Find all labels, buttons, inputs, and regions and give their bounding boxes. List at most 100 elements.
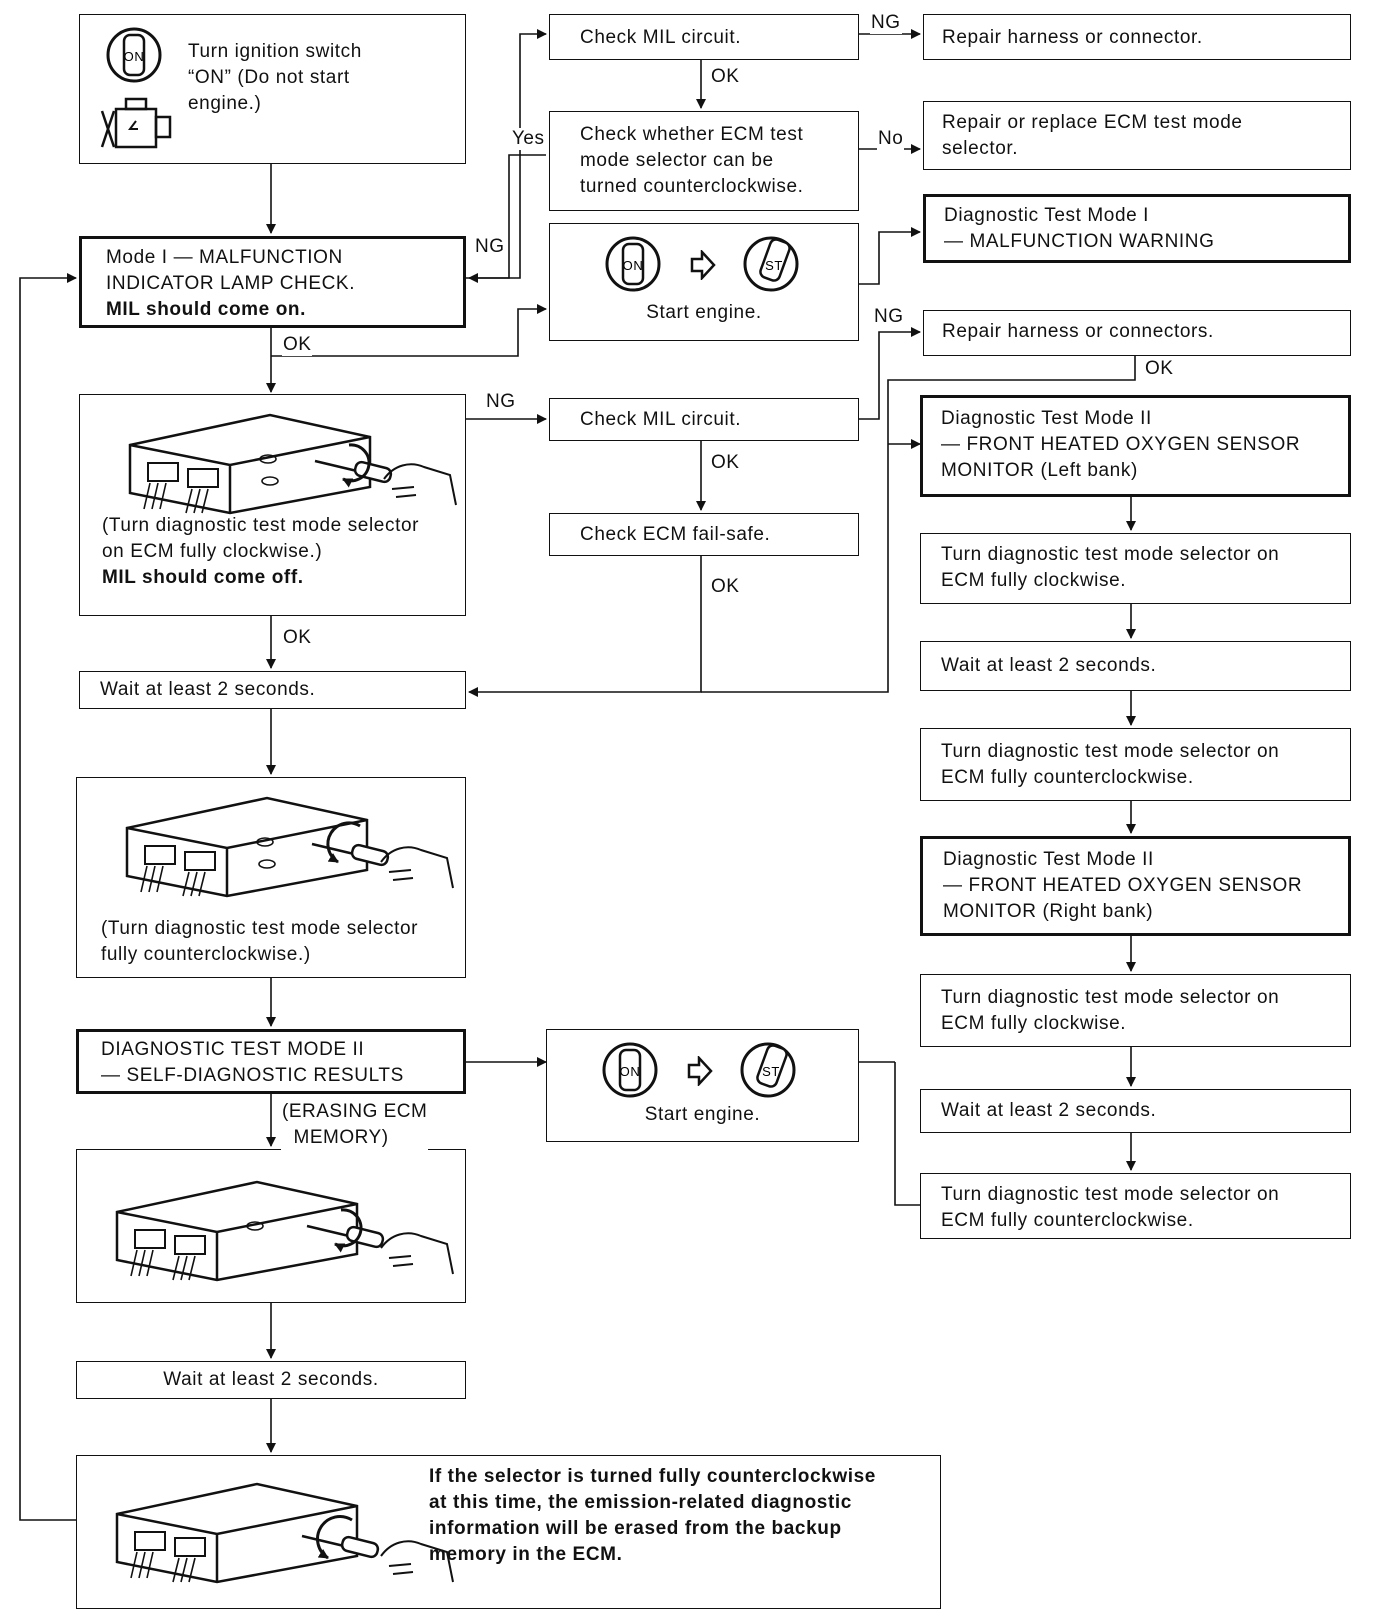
arrow-right-icon — [687, 1056, 713, 1086]
turn-cw-instruction: (Turn diagnostic test mode selector on E… — [102, 515, 420, 562]
connector — [701, 356, 1136, 693]
svg-text:ON: ON — [124, 49, 145, 64]
right-turn-cw-2-text: Turn diagnostic test mode selector on EC… — [941, 987, 1280, 1034]
label-ng: NG — [474, 236, 506, 258]
check-mil-circuit-1: Check MIL circuit. — [549, 14, 859, 60]
screwdriver-icon — [301, 1515, 380, 1560]
right-turn-cw-2: Turn diagnostic test mode selector on EC… — [920, 974, 1351, 1047]
mode1-mil-check: Mode I — MALFUNCTION INDICATOR LAMP CHEC… — [79, 236, 466, 328]
ignition-key-icon: ON — [106, 27, 162, 83]
hand-icon — [380, 846, 454, 889]
connector — [19, 273, 77, 1521]
ecm-selector-clockwise-step: (Turn diagnostic test mode selector on E… — [79, 394, 466, 616]
start-engine-1-text: Start engine. — [646, 302, 762, 323]
o2-sensor-left-bank: Diagnostic Test Mode II — FRONT HEATED O… — [920, 395, 1351, 497]
right-turn-cw-1-text: Turn diagnostic test mode selector on EC… — [941, 544, 1280, 591]
screwdriver-icon — [314, 443, 393, 488]
label-yes: Yes — [511, 128, 546, 150]
ecm-unit-icon — [128, 413, 372, 515]
wait-step-2: Wait at least 2 seconds. — [76, 1361, 466, 1399]
ecm-selector-check-text: Check whether ECM test mode selector can… — [580, 124, 804, 197]
label-ok: OK — [710, 452, 741, 474]
erase-warning-text: If the selector is turned fully counterc… — [429, 1466, 876, 1565]
label-ng: NG — [873, 306, 905, 328]
ecm-unit-icon — [125, 796, 369, 898]
hand-icon — [383, 463, 457, 506]
o2-sensor-right-bank-text: Diagnostic Test Mode II — FRONT HEATED O… — [943, 849, 1303, 922]
right-turn-ccw-1-text: Turn diagnostic test mode selector on EC… — [941, 741, 1280, 788]
ignition-key-icon: ST — [743, 236, 799, 292]
check-mil-circuit-2-text: Check MIL circuit. — [580, 409, 742, 430]
label-no: No — [877, 128, 905, 150]
connector — [468, 555, 702, 697]
mode2-self-diagnostic-text: DIAGNOSTIC TEST MODE II — SELF-DIAGNOSTI… — [101, 1039, 404, 1086]
arrow-right-icon — [690, 250, 716, 280]
wait-step-1: Wait at least 2 seconds. — [79, 671, 466, 709]
repair-harness-2-text: Repair harness or connectors. — [942, 321, 1214, 342]
engine-icon — [100, 97, 172, 149]
erase-warning-step: If the selector is turned fully counterc… — [76, 1455, 941, 1609]
svg-text:ON: ON — [623, 258, 644, 273]
label-ok: OK — [710, 66, 741, 88]
connector — [858, 227, 921, 285]
start-engine-1: ON ST Start engine. — [549, 223, 859, 341]
right-turn-ccw-2: Turn diagnostic test mode selector on EC… — [920, 1173, 1351, 1239]
hand-icon — [380, 1232, 454, 1275]
turn-ccw-instruction: (Turn diagnostic test mode selector full… — [101, 918, 419, 965]
ignition-on-text: Turn ignition switch “ON” (Do not start … — [188, 41, 362, 114]
right-wait-2: Wait at least 2 seconds. — [920, 1089, 1351, 1133]
check-mil-circuit-2: Check MIL circuit. — [549, 398, 859, 441]
connector — [271, 304, 547, 357]
diag-mode1-warning-text: Diagnostic Test Mode I — MALFUNCTION WAR… — [944, 205, 1215, 252]
o2-sensor-right-bank: Diagnostic Test Mode II — FRONT HEATED O… — [920, 836, 1351, 936]
mil-come-off-text: MIL should come off. — [102, 567, 304, 588]
wait-step-1-text: Wait at least 2 seconds. — [100, 679, 316, 700]
ecm-selector-check: Check whether ECM test mode selector can… — [549, 111, 859, 211]
repair-selector-text: Repair or replace ECM test mode selector… — [942, 112, 1243, 159]
repair-harness-1-text: Repair harness or connector. — [942, 27, 1203, 48]
check-mil-circuit-1-text: Check MIL circuit. — [580, 27, 742, 48]
ignition-key-icon: ST — [740, 1042, 796, 1098]
ignition-on-step: ON Turn ignition switch “ON” (Do not sta… — [79, 14, 466, 164]
hand-icon — [380, 1540, 454, 1583]
ecm-selector-ccw-step: (Turn diagnostic test mode selector full… — [76, 777, 466, 978]
label-ok: OK — [1144, 358, 1175, 380]
right-turn-ccw-1: Turn diagnostic test mode selector on EC… — [920, 728, 1351, 801]
diag-mode1-warning: Diagnostic Test Mode I — MALFUNCTION WAR… — [923, 194, 1351, 263]
right-turn-ccw-2-text: Turn diagnostic test mode selector on EC… — [941, 1184, 1280, 1231]
svg-text:ST: ST — [765, 258, 783, 273]
label-ok: OK — [710, 576, 741, 598]
ignition-key-icon: ON — [602, 1042, 658, 1098]
wait-step-2-text: Wait at least 2 seconds. — [163, 1369, 379, 1390]
ecm-unit-icon — [115, 1482, 359, 1584]
check-ecm-failsafe: Check ECM fail-safe. — [549, 513, 859, 556]
label-ok: OK — [282, 334, 313, 356]
label-ng: NG — [870, 12, 902, 34]
ignition-key-icon: ON — [605, 236, 661, 292]
start-engine-2-text: Start engine. — [644, 1104, 761, 1125]
right-wait-2-text: Wait at least 2 seconds. — [941, 1100, 1157, 1121]
repair-selector: Repair or replace ECM test mode selector… — [923, 101, 1351, 170]
ecm-unit-icon — [115, 1180, 359, 1282]
right-wait-1: Wait at least 2 seconds. — [920, 641, 1351, 691]
o2-sensor-left-bank-text: Diagnostic Test Mode II — FRONT HEATED O… — [941, 408, 1301, 481]
svg-text:ON: ON — [620, 1064, 641, 1079]
mode1-mil-check-text: Mode I — MALFUNCTION INDICATOR LAMP CHEC… — [106, 247, 356, 294]
mode1-should-text: MIL should come on. — [106, 299, 306, 320]
check-ecm-failsafe-text: Check ECM fail-safe. — [580, 524, 771, 545]
connector — [468, 154, 546, 283]
connector — [858, 327, 921, 420]
start-engine-2: ON ST Start engine. — [546, 1029, 859, 1142]
mode2-self-diagnostic: DIAGNOSTIC TEST MODE II — SELF-DIAGNOSTI… — [76, 1029, 466, 1094]
screwdriver-icon — [306, 1208, 385, 1253]
label-erasing-memory: (ERASING ECM MEMORY) — [281, 1099, 429, 1151]
right-turn-cw-1: Turn diagnostic test mode selector on EC… — [920, 533, 1351, 604]
right-wait-1-text: Wait at least 2 seconds. — [941, 655, 1157, 676]
label-ng: NG — [485, 391, 517, 413]
repair-harness-2: Repair harness or connectors. — [923, 310, 1351, 356]
ecm-erase-step — [76, 1149, 466, 1303]
label-ok: OK — [282, 627, 313, 649]
repair-harness-1: Repair harness or connector. — [923, 14, 1351, 60]
svg-text:ST: ST — [762, 1064, 780, 1079]
